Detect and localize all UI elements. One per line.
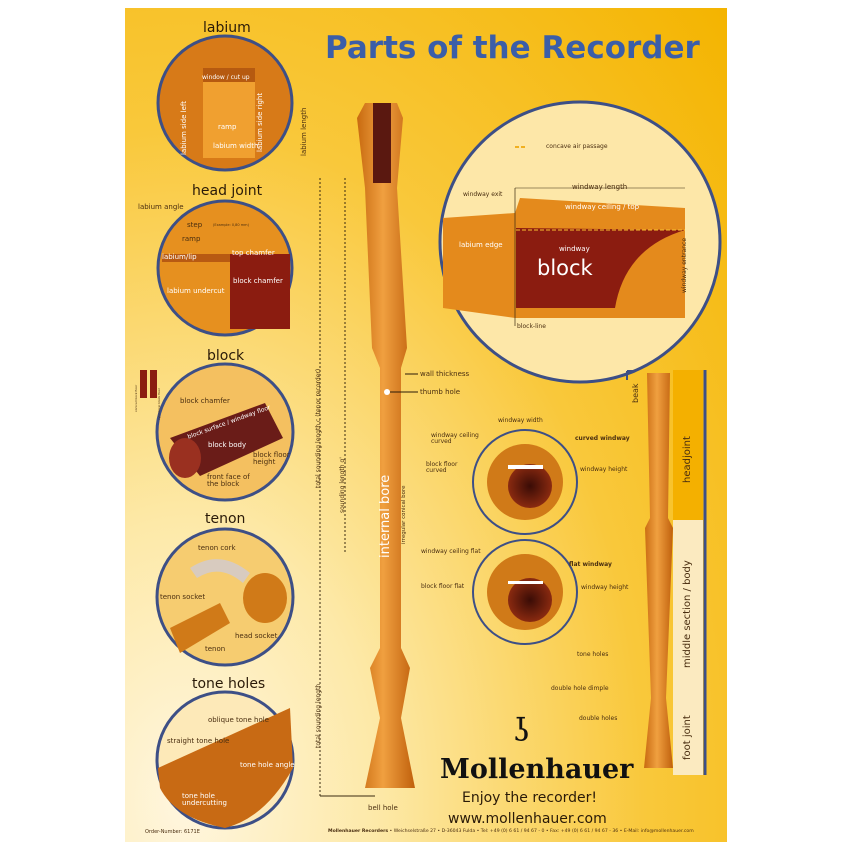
label-tone-hole-undercutting: tone hole undercutting (182, 792, 227, 807)
footer-company: Mollenhauer Recorders (328, 829, 389, 834)
label-double-hole-dimple: double hole dimple (551, 685, 609, 692)
label-top-chamfer: top chamfer (232, 249, 275, 257)
poster-artwork: ʖ (140, 34, 722, 830)
label-labium-lip: labium/lip (162, 253, 197, 261)
label-flat-windway: flat windway (569, 561, 612, 568)
label-block-chamfer: block chamfer (180, 397, 230, 405)
poster: ʖ Parts of the Recorder labium window / … (125, 8, 727, 842)
label-double-holes: double holes (579, 715, 618, 722)
label-windway-height-flat: windway height (581, 584, 629, 591)
tone-holes-illustration (155, 690, 295, 830)
label-labium-edge: labium edge (459, 241, 503, 249)
label-block-chamfer-head: block chamfer (233, 277, 283, 285)
block-detail-illustration (438, 100, 722, 384)
label-windway-ceiling-flat: windway ceiling flat (421, 548, 481, 555)
order-number: Order-Number: 6171E (145, 829, 200, 835)
label-tenon-socket: tenon socket (160, 593, 206, 601)
label-labium-angle: labium angle (138, 203, 184, 211)
label-block-body: block body (208, 441, 247, 449)
footer-line: Mollenhauer Recorders • Weichselstraße 2… (328, 829, 694, 835)
brand-logo: Mollenhauer (440, 754, 634, 785)
label-front-face: front face of the block (207, 473, 250, 488)
label-windway-entrance: windway entrance (681, 237, 688, 293)
label-cylindrical-block-floor: cylindrical block floor (157, 388, 161, 420)
head-joint-title: head joint (192, 183, 263, 199)
brand-url[interactable]: www.mollenhauer.com (448, 811, 607, 827)
label-curved-windway: curved windway (575, 435, 630, 442)
tone-holes-title: tone holes (192, 676, 266, 692)
label-windway-ceiling-curved: windway ceiling curved (431, 432, 479, 445)
brand-slogan: Enjoy the recorder! (462, 790, 598, 806)
label-ramp-head: ramp (182, 235, 201, 243)
label-block-floor-curved: block floor curved (426, 461, 458, 474)
label-block-floor-height: block floor height (253, 451, 290, 466)
label-irregular-conical-bore: irregular conical bore (401, 485, 407, 544)
labium-illustration (156, 34, 294, 172)
label-foot-joint: foot joint (682, 715, 693, 760)
label-step-example: (Example: 0,80 mm) (213, 223, 249, 227)
label-labium-width: labium width (213, 142, 259, 150)
label-total-sounding-length-c: total sounding length c (tenor recorder) (315, 368, 322, 488)
label-head-socket: head socket (235, 632, 278, 640)
label-window-cut-up: window / cut up (202, 74, 250, 81)
label-concave-air-passage: concave air passage (546, 143, 608, 150)
label-labium-undercut: labium undercut (167, 287, 225, 295)
side-recorder (626, 370, 707, 775)
label-windway-height-curved: windway height (580, 466, 628, 473)
label-tenon-cork: tenon cork (198, 544, 236, 552)
label-windway-length: windway length (572, 183, 628, 191)
label-oblique-tone-hole: oblique tone hole (208, 716, 269, 724)
labium-title: labium (203, 20, 251, 36)
label-tone-holes: tone holes (577, 651, 609, 658)
label-headjoint: headjoint (682, 436, 693, 483)
block-illustration (140, 362, 295, 502)
label-labium-side-left: labium side left (180, 100, 188, 155)
label-wall-thickness: wall thickness (420, 370, 470, 378)
label-internal-bore: internal bore (378, 474, 393, 558)
label-straight-tone-hole: straight tone hole (167, 737, 230, 745)
flat-windway-illustration (472, 539, 578, 645)
label-block-line: block-line (517, 323, 546, 330)
label-thumb-hole: thumb hole (420, 388, 461, 396)
label-tone-hole-angle: tone hole angle (240, 761, 295, 769)
label-tenon: tenon (205, 645, 226, 653)
label-labium-side-right: labium side right (256, 92, 264, 152)
footer-address: • Weichselstraße 27 • D-36043 Fulda • Te… (388, 829, 694, 834)
label-sounding-length-g: sounding length g' (339, 457, 346, 513)
label-ramp: ramp (218, 123, 237, 131)
logo-mark: ʖ (513, 711, 530, 749)
label-middle-section-body: middle section / body (682, 560, 693, 668)
label-beak: beak (631, 383, 640, 403)
main-recorder (319, 103, 418, 797)
block-title: block (207, 348, 245, 364)
page-title: Parts of the Recorder (325, 30, 700, 66)
label-block-floor-flat: block floor flat (421, 583, 465, 590)
head-joint-illustration (156, 199, 294, 337)
label-bell-hole: bell hole (368, 804, 398, 812)
label-step: step (187, 221, 203, 229)
label-windway-ceiling-top: windway ceiling / top (565, 203, 640, 211)
label-windway: windway (559, 245, 590, 253)
label-total-sounding-length: total sounding length (315, 683, 322, 748)
label-conical-block-floor: conical block floor (134, 384, 138, 412)
label-windway-exit: windway exit (463, 191, 503, 198)
tenon-title: tenon (205, 511, 246, 527)
label-windway-width: windway width (498, 417, 543, 424)
curved-windway-illustration (472, 429, 578, 535)
label-block: block (537, 256, 593, 280)
label-labium-length: labium length (300, 107, 308, 156)
tenon-illustration (155, 527, 295, 667)
